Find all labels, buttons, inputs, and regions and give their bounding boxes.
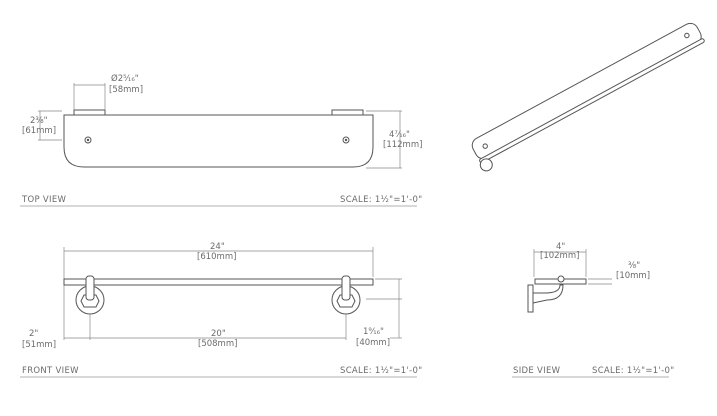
wall-plate (527, 284, 534, 313)
dim-side-depth-mm: [102mm] (540, 251, 579, 261)
dim-length: 24" (210, 242, 225, 252)
side-view-scale: SCALE: 1½"=1'-0" (592, 366, 674, 376)
side-view-label: SIDE VIEW (513, 366, 561, 376)
front-view: 24" [610mm] 20" [508mm] 2" [51mm] 1⁹⁄₁₆"… (20, 242, 422, 378)
shelf-front-bar (63, 278, 374, 286)
front-view-label: FRONT VIEW (22, 366, 79, 376)
dim-centers-mm: [508mm] (198, 339, 237, 349)
top-view-label: TOP VIEW (21, 195, 67, 205)
shelf-perspective (471, 22, 702, 160)
dim-side-depth: 4" (556, 242, 565, 252)
shelf-top-outline (63, 114, 374, 168)
top-view: Ø2⁵⁄₁₆" [58mm] 2⅜" [61mm] 4⁷⁄₁₆" [112mm]… (20, 73, 422, 207)
bracket-arm (532, 284, 564, 304)
dim-height: 1⁹⁄₁₆" (363, 327, 384, 337)
dim-end-offset-mm: [51mm] (22, 340, 56, 350)
bracket-left-tab (73, 109, 106, 116)
dim-thickness-mm: [10mm] (616, 271, 650, 281)
top-view-scale: SCALE: 1½"=1'-0" (340, 195, 422, 205)
dim-screw-offset: 2⅜" (30, 116, 48, 126)
dim-centers: 20" (211, 329, 226, 339)
dim-depth: 4⁷⁄₁₆" (389, 130, 410, 140)
dim-screw-offset-mm: [61mm] (22, 126, 56, 136)
side-view: 4" [102mm] ⅜" [10mm] SIDE VIEW SCALE: 1½… (512, 242, 674, 378)
front-view-scale: SCALE: 1½"=1'-0" (340, 366, 422, 376)
dim-bracket-diameter-mm: [58mm] (109, 85, 143, 95)
dim-length-mm: [610mm] (197, 252, 236, 262)
bracket-right-tab (331, 109, 364, 116)
bracket-perspective (479, 158, 493, 172)
perspective-view (471, 22, 705, 172)
dim-height-mm: [40mm] (356, 338, 390, 348)
dim-thickness: ⅜" (628, 261, 640, 271)
dim-end-offset: 2" (29, 329, 38, 339)
dim-bracket-diameter: Ø2⁵⁄₁₆" (111, 73, 139, 84)
dim-depth-mm: [112mm] (383, 140, 422, 150)
